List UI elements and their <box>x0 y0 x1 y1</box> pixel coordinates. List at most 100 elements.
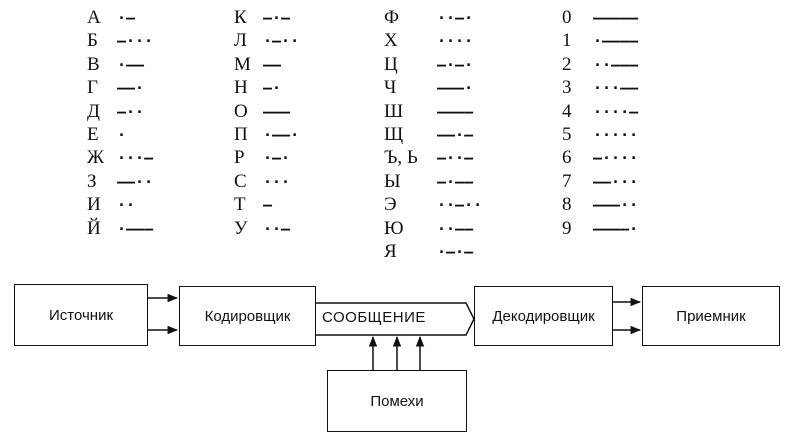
morse-row: Р ·—· <box>234 146 290 170</box>
morse-row: В ·—— <box>87 53 144 77</box>
morse-code: ···· <box>437 32 474 51</box>
morse-row: Ю ··—— <box>384 217 473 241</box>
morse-code: —— <box>263 55 282 74</box>
morse-code: ·· <box>117 196 136 215</box>
morse-row: Б—··· <box>87 29 153 53</box>
morse-row: Л ·—·· <box>234 29 299 53</box>
morse-symbol: 6 <box>562 147 572 169</box>
morse-row: 7 ——··· <box>562 170 638 194</box>
morse-symbol: Р <box>234 147 245 169</box>
morse-row: Щ——·— <box>384 123 473 147</box>
morse-code: ————· <box>593 219 639 238</box>
morse-symbol: Ъ, Ь <box>384 147 418 169</box>
morse-code: ·——— <box>117 219 154 238</box>
morse-symbol: Х <box>384 30 398 52</box>
morse-code: — <box>263 196 273 215</box>
morse-code: —··— <box>437 149 474 168</box>
decoder-label: Декодировщик <box>492 307 595 325</box>
morse-symbol: Ж <box>87 147 105 169</box>
morse-row: Н —· <box>234 76 281 100</box>
morse-code: ——·— <box>437 126 474 144</box>
morse-code: ·— <box>117 9 136 27</box>
morse-code: ———— <box>437 102 474 121</box>
morse-code: ··—·· <box>437 196 483 215</box>
morse-code: ·——· <box>263 126 300 144</box>
morse-code: ··· <box>263 172 291 191</box>
morse-symbol: З <box>87 170 97 192</box>
morse-code: ·—· <box>263 149 291 168</box>
morse-symbol: 4 <box>562 100 572 122</box>
morse-symbol: Ч <box>384 77 397 99</box>
encoder-box: Кодировщик <box>179 286 316 346</box>
morse-code: ——··· <box>593 172 639 191</box>
morse-row: О——— <box>234 100 290 124</box>
morse-code: ·—— <box>117 55 145 74</box>
morse-code: —·— <box>263 9 291 27</box>
morse-row: Ч ———· <box>384 76 473 100</box>
morse-symbol: 9 <box>562 217 572 239</box>
noise-box: Помехи <box>327 370 467 432</box>
morse-code: —·—· <box>437 55 474 74</box>
morse-symbol: Д <box>87 100 100 122</box>
morse-symbol: 0 <box>562 7 572 28</box>
morse-symbol: Ю <box>384 217 404 239</box>
morse-code: —·—— <box>437 172 474 191</box>
morse-row: Й·——— <box>87 217 153 241</box>
morse-code: ····— <box>593 102 639 121</box>
morse-row: З ——·· <box>87 170 153 194</box>
morse-code: ··—· <box>437 9 474 27</box>
morse-symbol: М <box>234 53 251 75</box>
morse-symbol: И <box>87 194 101 216</box>
morse-code: ···— <box>117 149 154 168</box>
morse-code: ————— <box>593 9 639 27</box>
morse-code: ———·· <box>593 196 639 215</box>
morse-symbol: В <box>87 53 100 75</box>
morse-row: 0 ————— <box>562 6 638 30</box>
encoder-label: Кодировщик <box>204 307 291 325</box>
morse-code: ··— <box>263 219 291 238</box>
morse-code: · <box>117 126 127 144</box>
receiver-label: Приемник <box>676 307 746 325</box>
morse-row: Ж ···— <box>87 146 153 170</box>
morse-row: 5····· <box>562 123 638 147</box>
morse-row: Я·—·— <box>384 240 473 264</box>
morse-symbol: Ц <box>384 53 398 75</box>
morse-symbol: 8 <box>562 194 572 216</box>
morse-symbol: Ы <box>384 170 401 192</box>
morse-row: Ъ, Ь —··— <box>384 146 473 170</box>
morse-symbol: 2 <box>562 53 572 75</box>
morse-symbol: Г <box>87 77 98 99</box>
morse-row: У ··— <box>234 217 290 241</box>
morse-symbol: Н <box>234 77 248 99</box>
morse-symbol: Ш <box>384 100 404 122</box>
decoder-box: Декодировщик <box>474 286 613 346</box>
morse-symbol: К <box>234 7 247 28</box>
source-box: Источник <box>14 284 148 346</box>
morse-row: Ц —·—· <box>384 53 473 77</box>
morse-symbol: Л <box>234 30 247 52</box>
receiver-box: Приемник <box>642 286 780 346</box>
morse-row: Г——· <box>87 76 144 100</box>
morse-code: ····· <box>593 126 639 144</box>
morse-code: ·———— <box>593 32 639 51</box>
morse-row: С··· <box>234 170 290 194</box>
morse-symbol: Ф <box>384 7 400 28</box>
morse-symbol: Я <box>384 241 397 262</box>
morse-row: Э··—·· <box>384 193 482 217</box>
morse-code: ··—— <box>437 219 474 238</box>
morse-symbol: У <box>234 217 248 239</box>
morse-code: ———· <box>437 79 474 98</box>
morse-symbol: 3 <box>562 77 572 99</box>
morse-symbol: Е <box>87 124 99 145</box>
morse-code-table: А·—Б—···В·——Г——·Д—··Е·Ж···—З——··И··Й·———… <box>87 6 639 264</box>
morse-code: ——— <box>263 102 291 121</box>
morse-code: —· <box>263 79 282 98</box>
morse-row: Т— <box>234 193 272 217</box>
morse-symbol: 7 <box>562 170 572 192</box>
source-label: Источник <box>48 306 114 324</box>
morse-symbol: Б <box>87 30 98 52</box>
morse-code: ···—— <box>593 79 639 98</box>
morse-row: Ы —·—— <box>384 170 473 194</box>
morse-code: ——·· <box>117 172 154 191</box>
morse-code: ·—·· <box>263 32 300 51</box>
